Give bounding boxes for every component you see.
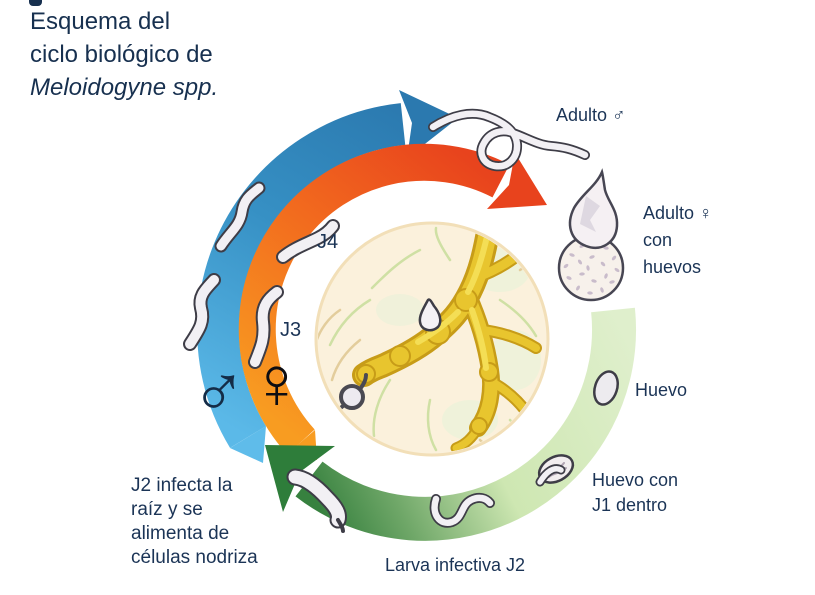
label-egg-j1-line1: Huevo con [592, 470, 679, 490]
blue-arrow-tail [230, 426, 266, 463]
worm-blue-lower-icon [183, 273, 221, 351]
worm-adult-male-icon [428, 108, 590, 172]
worm-blue-upper-icon [214, 181, 266, 253]
diagram-title: Esquema del ciclo biológico de Meloidogy… [30, 5, 218, 104]
label-larva-j2: Larva infectiva J2 [385, 555, 526, 575]
worm-green-right-icon [535, 464, 566, 487]
label-adult-female-line3: huevos [643, 257, 702, 277]
worm-green-band-icon [429, 492, 495, 528]
root-galls [356, 240, 534, 435]
label-adult-male: Adulto ♂ [556, 105, 626, 125]
title-species: Meloidogyne spp. [30, 74, 219, 101]
label-j2-infection-line1: J2 infecta la [131, 475, 233, 496]
embedded-female-icon [418, 298, 442, 332]
label-j3: J3 [280, 319, 302, 341]
label-egg: Huevo [635, 380, 688, 400]
label-adult-female-line2: con [643, 230, 673, 250]
title-line-2: ciclo biológico de [30, 41, 213, 68]
green-arrow-head [265, 445, 335, 512]
label-j2-infection: J2 infecta la raíz y se alimenta de célu… [131, 474, 258, 570]
blue-arrow-head [399, 90, 458, 158]
label-egg-with-j1: Huevo con J1 dentro [592, 468, 678, 518]
root-hairs [328, 226, 538, 452]
cropped-mark [29, 0, 42, 6]
label-j2-infection-line3: alimenta de [131, 523, 230, 544]
female-symbol-icon: ♀ [249, 341, 305, 424]
label-egg-j1-line2: J1 dentro [592, 495, 668, 515]
worm-j4-icon [276, 219, 340, 264]
label-j4: J4 [317, 231, 339, 253]
title-line-1: Esquema del [30, 8, 171, 35]
label-j2-infection-line4: células nodriza [131, 547, 258, 568]
egg-icon [593, 370, 619, 406]
red-arrow-head [487, 153, 547, 209]
blue-arrow [197, 90, 458, 463]
male-symbol-icon: ♂ [191, 347, 247, 430]
worm-j3-icon [248, 285, 284, 369]
adult-female-icon [557, 168, 625, 302]
label-j2-infection-line2: raíz y se [131, 499, 203, 520]
label-adult-female: Adulto ♀ con huevos [643, 200, 713, 281]
egg-mass-speckles [563, 240, 620, 295]
worm-j2-icon [286, 468, 347, 533]
infected-root-illustration [314, 221, 550, 457]
label-adult-female-line1: Adulto ♀ [643, 203, 713, 223]
